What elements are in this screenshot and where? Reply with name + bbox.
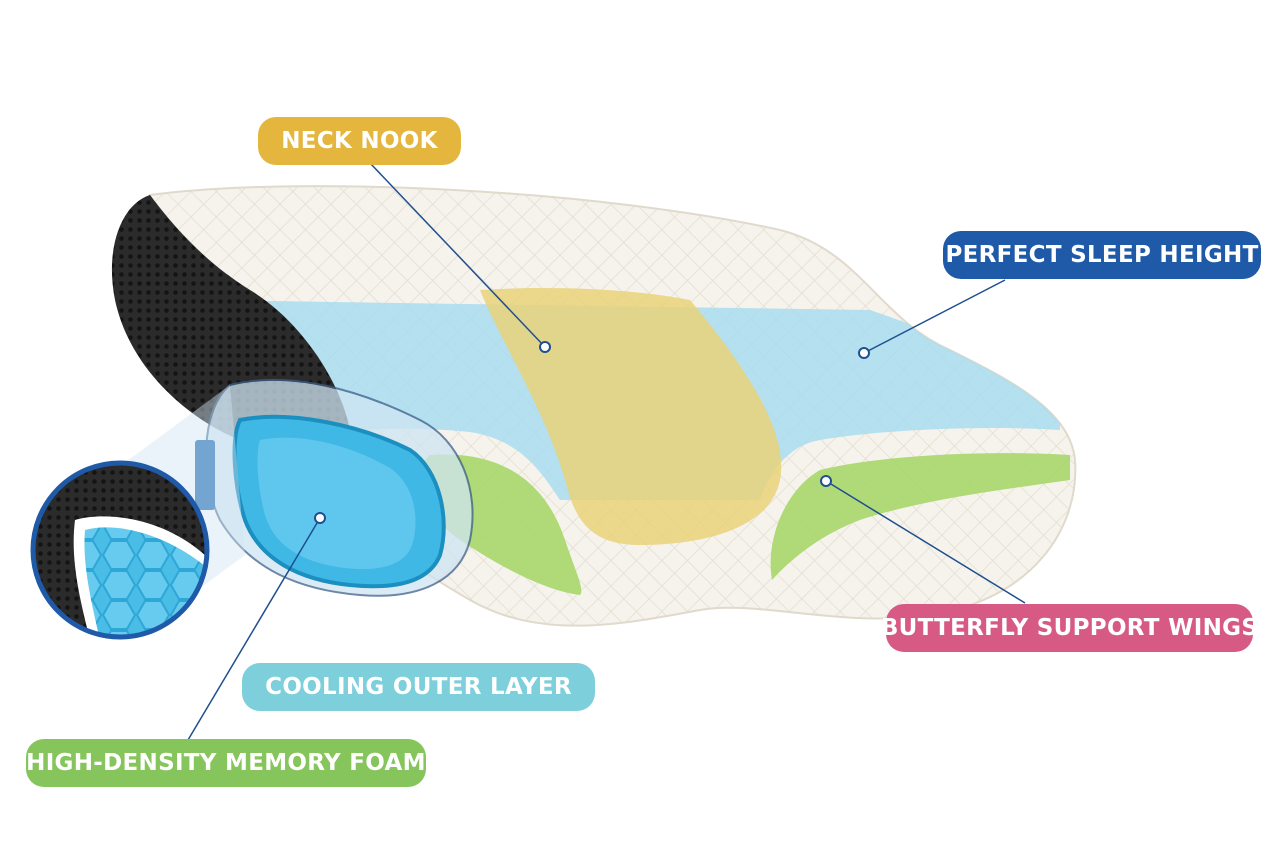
right-wing-zone xyxy=(770,453,1070,580)
neck-nook-zone xyxy=(480,288,782,545)
sleep-height-marker xyxy=(858,347,870,359)
cross-section xyxy=(195,378,474,597)
perfect-sleep-height-label: PERFECT SLEEP HEIGHT xyxy=(943,231,1261,279)
support-wings-marker xyxy=(820,475,832,487)
neck-nook-marker xyxy=(539,341,551,353)
cooling-outer-layer-label: COOLING OUTER LAYER xyxy=(242,663,595,711)
high-density-memory-foam-label: HIGH-DENSITY MEMORY FOAM xyxy=(26,739,426,787)
marker-dots xyxy=(314,341,870,524)
neck-nook-label: NECK NOOK xyxy=(258,117,461,165)
memory-foam-marker xyxy=(314,512,326,524)
leader-lines xyxy=(187,162,1026,741)
zoom-detail-bubble xyxy=(30,385,245,640)
butterfly-support-wings-label: BUTTERFLY SUPPORT WINGS xyxy=(881,604,1258,652)
